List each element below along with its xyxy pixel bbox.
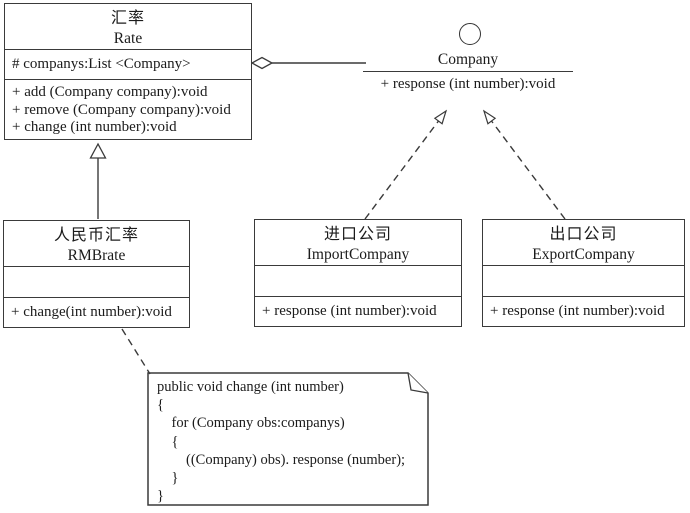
interface-circle-icon [459, 23, 481, 45]
class-rmbrate-header: 人民币汇率 RMBrate [4, 221, 189, 266]
generalization-arrow-icon [89, 142, 107, 159]
attribute-line: # companys:List <Company> [12, 55, 191, 72]
class-import-company-attributes [255, 265, 461, 296]
class-export-company-header: 出口公司 ExportCompany [483, 220, 684, 265]
class-export-company-methods: + response (int number):void [483, 296, 684, 326]
class-rmbrate-name-cn: 人民币汇率 [53, 227, 139, 244]
realization-link-export [482, 109, 566, 220]
class-rmbrate-methods: + change(int number):void [4, 297, 189, 327]
method-line: + remove (Company company):void [12, 101, 231, 118]
method-line: + change(int number):void [11, 303, 172, 320]
class-rmbrate-name-en: RMBrate [67, 247, 126, 264]
class-import-company-header: 进口公司 ImportCompany [255, 220, 461, 265]
method-line: + response (int number):void [262, 302, 437, 319]
method-line: + change (int number):void [12, 119, 177, 135]
class-export-company-name-en: ExportCompany [532, 246, 635, 263]
class-import-company-name-en: ImportCompany [306, 246, 410, 263]
class-rate: 汇率 Rate # companys:List <Company> + add … [4, 3, 252, 140]
class-export-company-name-cn: 出口公司 [549, 226, 618, 243]
class-rate-name-en: Rate [113, 30, 143, 47]
class-rate-methods: + add (Company company):void + remove (C… [5, 79, 251, 139]
class-export-company: 出口公司 ExportCompany + response (int numbe… [482, 219, 685, 327]
class-rate-header: 汇率 Rate [5, 4, 251, 49]
realization-link-import [364, 109, 448, 220]
interface-company-method: + response (int number):void [380, 76, 556, 92]
note-shape [147, 372, 429, 506]
class-rmbrate-attributes [4, 266, 189, 297]
interface-company-name: Company [363, 50, 573, 72]
class-import-company-name-cn: 进口公司 [323, 226, 392, 243]
note-anchor-link [121, 328, 151, 375]
aggregation-diamond-icon [250, 56, 274, 70]
class-rate-attributes: # companys:List <Company> [5, 49, 251, 79]
class-rate-name-cn: 汇率 [110, 10, 145, 27]
method-line: + add (Company company):void [12, 84, 208, 100]
generalization-link [89, 142, 107, 219]
class-rmbrate: 人民币汇率 RMBrate + change(int number):void [3, 220, 190, 328]
aggregation-link [250, 56, 366, 70]
class-import-company: 进口公司 ImportCompany + response (int numbe… [254, 219, 462, 327]
class-import-company-methods: + response (int number):void [255, 296, 461, 326]
note-code: public void change (int number) { for (C… [157, 379, 406, 505]
class-export-company-attributes [483, 265, 684, 296]
method-line: + response (int number):void [490, 302, 665, 319]
